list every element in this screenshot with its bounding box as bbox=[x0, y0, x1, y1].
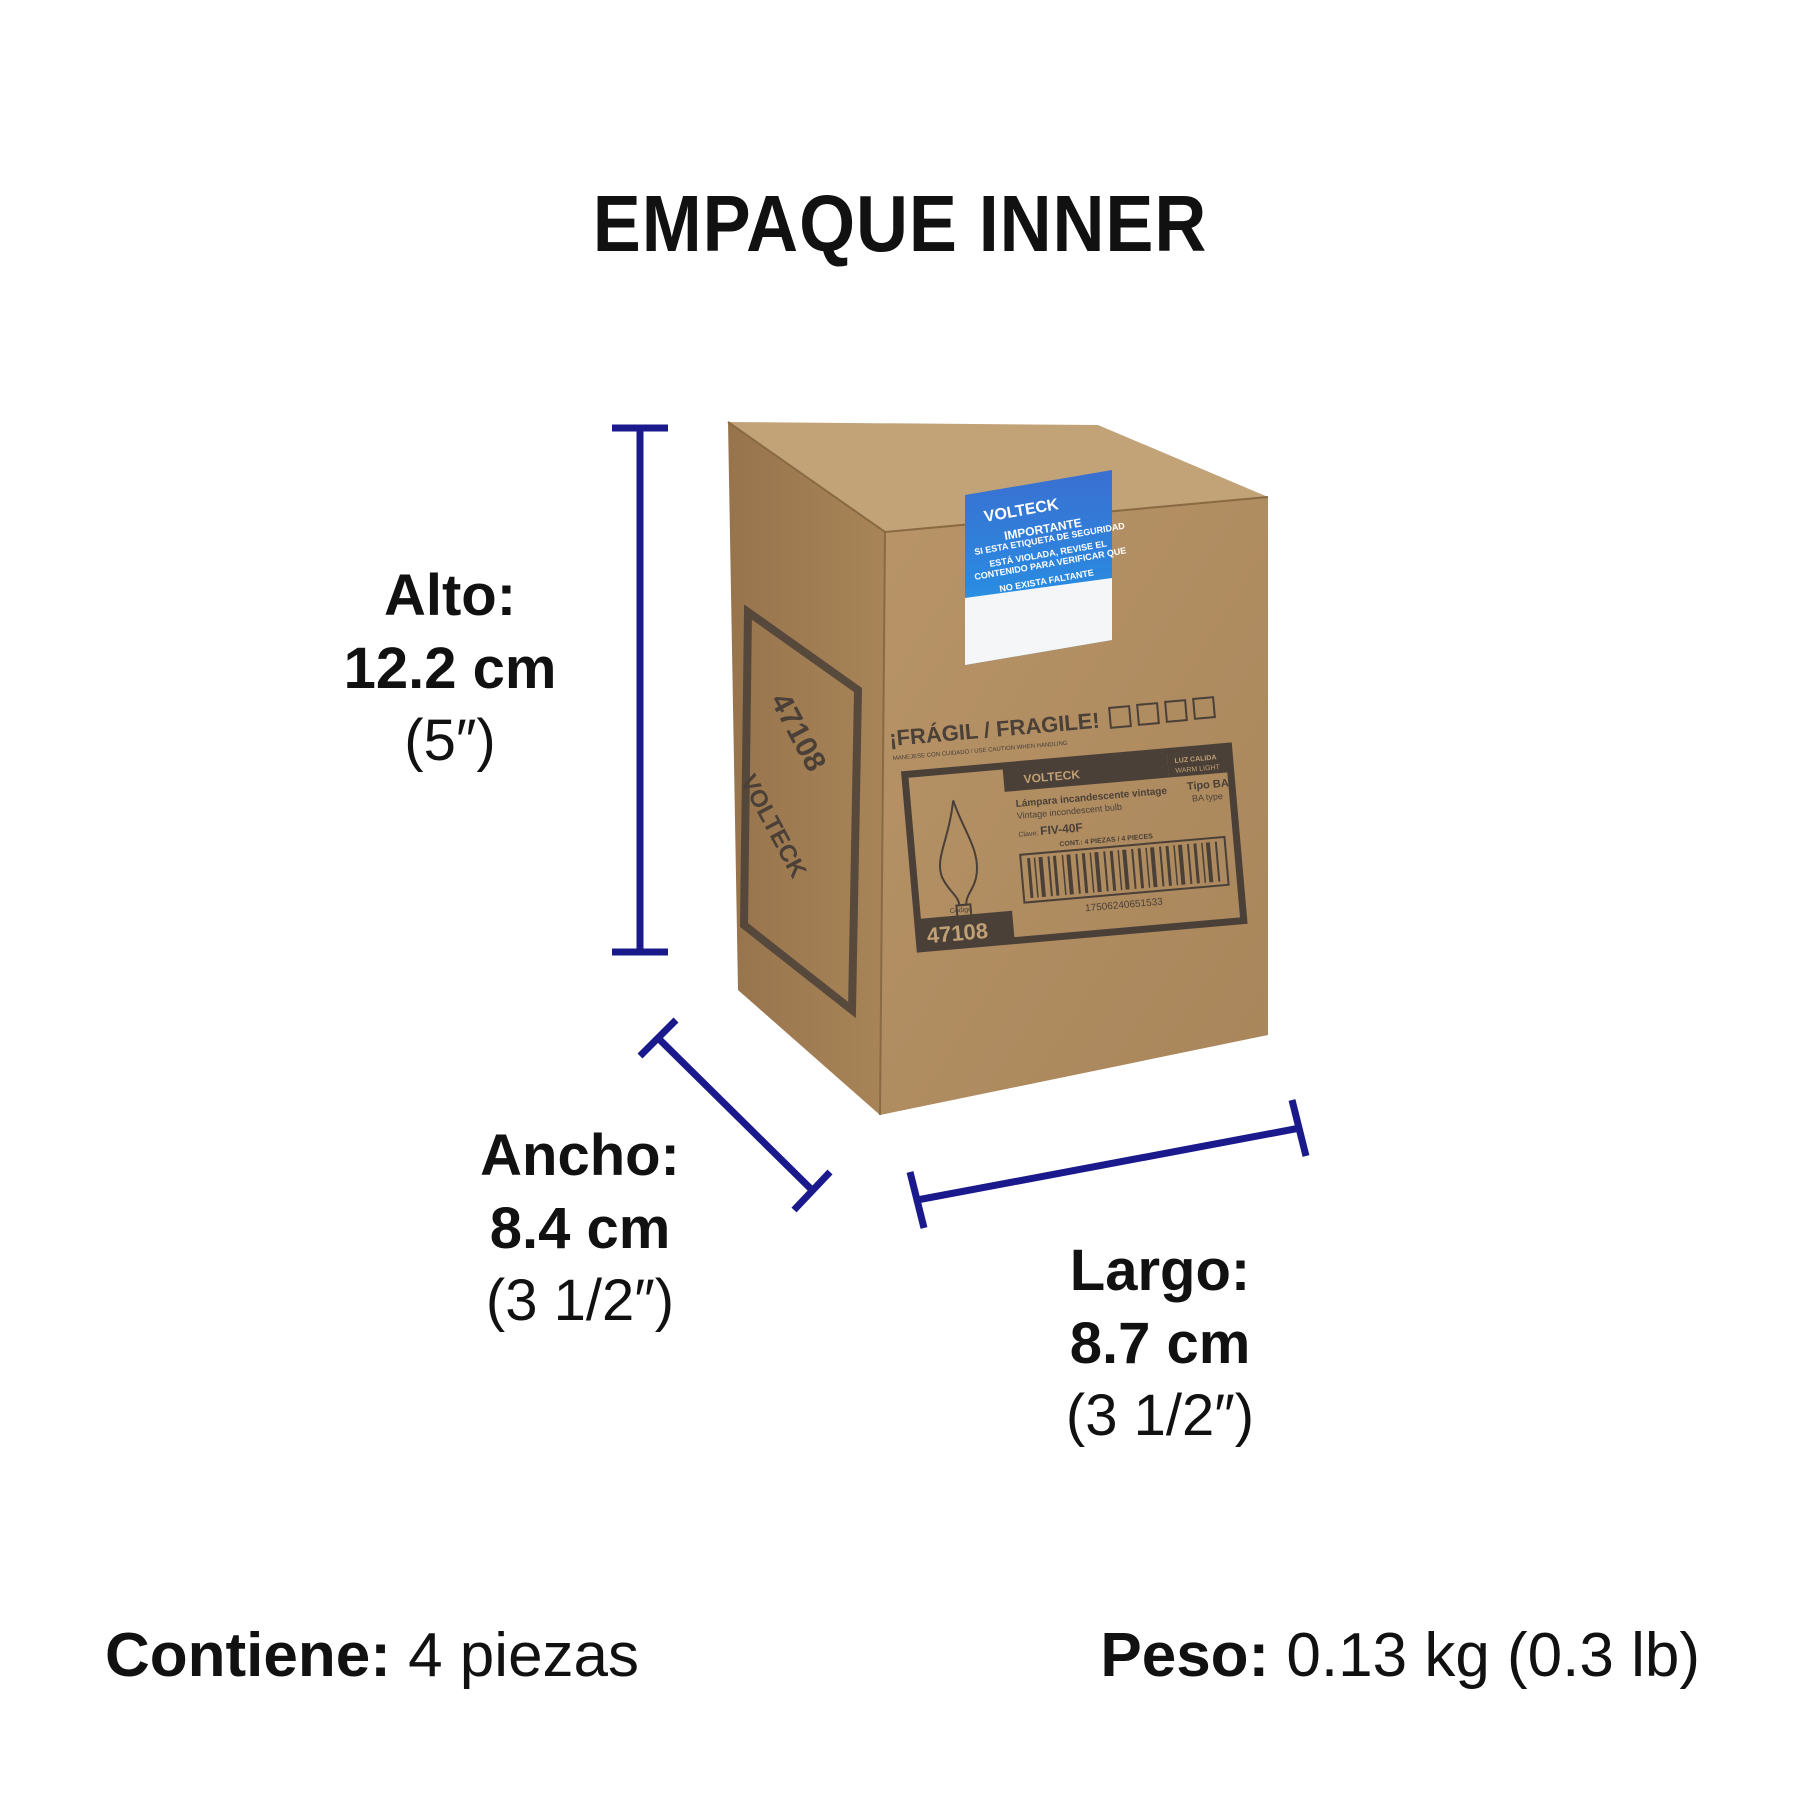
page-title: EMPAQUE INNER bbox=[592, 179, 1208, 268]
largo-value: 8.7 cm bbox=[1069, 1310, 1251, 1376]
largo-title: Largo: bbox=[1069, 1238, 1251, 1303]
largo-dimension-line bbox=[906, 1099, 1310, 1229]
alto-label: Alto: 12.2 cm (5″) bbox=[320, 560, 580, 778]
weight-value: 0.13 kg (0.3 lb) bbox=[1269, 1621, 1700, 1690]
label-codigo: 47108 bbox=[926, 918, 989, 948]
handling-icons bbox=[1108, 696, 1216, 729]
ancho-label: Ancho: 8.4 cm (3 1/2″) bbox=[450, 1120, 710, 1338]
side-print bbox=[739, 604, 863, 1019]
ancho-title: Ancho: bbox=[480, 1123, 680, 1188]
ancho-imperial: (3 1/2″) bbox=[485, 1268, 675, 1333]
alto-imperial: (5″) bbox=[404, 708, 496, 773]
label-clave-label: Clave: bbox=[1018, 830, 1038, 839]
label-brand: VOLTECK bbox=[1023, 767, 1081, 786]
label-tipo: Tipo BA bbox=[1186, 777, 1229, 793]
contents-label: Contiene: bbox=[105, 1621, 391, 1690]
label-tipo-en: BA type bbox=[1192, 791, 1224, 804]
contents-value: 4 piezas bbox=[390, 1621, 640, 1690]
product-label: VOLTECK LUZ CALIDA WARM LIGHT Lámpara in… bbox=[900, 742, 1248, 953]
largo-imperial: (3 1/2″) bbox=[1065, 1383, 1255, 1448]
label-light-type: LUZ CALIDA bbox=[1174, 754, 1216, 765]
weight-info: Peso: 0.13 kg (0.3 lb) bbox=[1100, 1620, 1700, 1691]
label-clave: FIV-40F bbox=[1040, 820, 1084, 838]
ancho-dimension-line bbox=[637, 1017, 833, 1213]
box-top-flap bbox=[728, 422, 1268, 532]
largo-label: Largo: 8.7 cm (3 1/2″) bbox=[1010, 1235, 1310, 1453]
label-light-type-en: WARM LIGHT bbox=[1175, 764, 1221, 775]
contents-info: Contiene: 4 piezas bbox=[105, 1620, 639, 1691]
alto-value: 12.2 cm bbox=[343, 635, 557, 701]
label-codigo-label: Código bbox=[950, 906, 973, 915]
alto-title: Alto: bbox=[383, 563, 517, 628]
ancho-value: 8.4 cm bbox=[489, 1195, 671, 1261]
weight-label: Peso: bbox=[1100, 1621, 1270, 1690]
barcode bbox=[1027, 841, 1221, 899]
alto-dimension-line bbox=[612, 424, 668, 956]
